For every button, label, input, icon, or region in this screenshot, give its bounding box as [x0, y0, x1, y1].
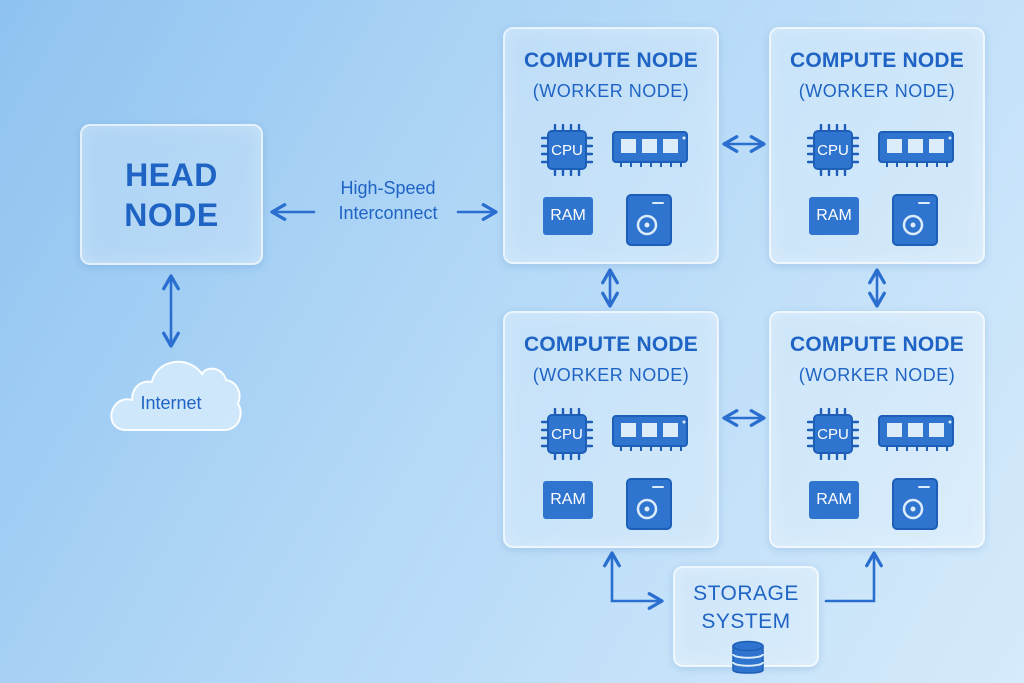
- cpu-label: CPU: [817, 142, 849, 159]
- node-subtitle: (WORKER NODE): [532, 81, 690, 101]
- compute-node-1[interactable]: COMPUTE NODE (WORKER NODE) CPU RAM: [503, 27, 719, 264]
- cpu-label: CPU: [551, 426, 583, 443]
- memory-module-icon: [611, 129, 691, 169]
- compute-node-3[interactable]: COMPUTE NODE (WORKER NODE) CPU RAM: [503, 311, 719, 548]
- node-subtitle: (WORKER NODE): [798, 81, 956, 101]
- cpu-label: CPU: [551, 142, 583, 159]
- cpu-chip-icon: CPU: [540, 123, 594, 177]
- internet-label: Internet: [140, 393, 202, 413]
- hard-drive-icon: [625, 477, 673, 531]
- ram-chip-icon: RAM: [543, 197, 593, 235]
- cpu-chip-icon: CPU: [806, 407, 860, 461]
- arrow-storage-node4: [824, 551, 883, 603]
- memory-module-icon: [877, 413, 957, 453]
- head-node-line1: HEAD: [125, 156, 218, 193]
- hard-drive-icon: [625, 193, 673, 247]
- memory-module-icon: [877, 129, 957, 169]
- compute-node-2[interactable]: COMPUTE NODE (WORKER NODE) CPU RAM: [769, 27, 985, 264]
- node-title: COMPUTE NODE: [524, 333, 698, 356]
- node-subtitle: (WORKER NODE): [532, 365, 690, 385]
- interconnect-label: High-Speed Interconnect: [318, 176, 458, 226]
- storage-system[interactable]: STORAGE SYSTEM: [673, 566, 819, 674]
- storage-label: STORAGE SYSTEM: [675, 580, 817, 636]
- hard-drive-icon: [891, 477, 939, 531]
- memory-module-icon: [611, 413, 691, 453]
- cpu-label: CPU: [817, 426, 849, 443]
- interconnect-line1: High-Speed: [340, 178, 436, 198]
- node-title: COMPUTE NODE: [524, 49, 698, 72]
- cpu-chip-icon: CPU: [806, 123, 860, 177]
- storage-line2: SYSTEM: [701, 610, 791, 633]
- storage-line1: STORAGE: [693, 582, 799, 605]
- ram-chip-icon: RAM: [543, 481, 593, 519]
- node-subtitle: (WORKER NODE): [798, 365, 956, 385]
- node-title: COMPUTE NODE: [790, 333, 964, 356]
- hard-drive-icon: [891, 193, 939, 247]
- cloud-icon: [110, 360, 242, 431]
- arrow-node3-storage: [603, 551, 664, 610]
- head-node[interactable]: HEAD NODE: [80, 124, 263, 265]
- ram-chip-icon: RAM: [809, 481, 859, 519]
- compute-node-4[interactable]: COMPUTE NODE (WORKER NODE) CPU RAM: [769, 311, 985, 548]
- cpu-chip-icon: CPU: [540, 407, 594, 461]
- head-node-label: HEAD NODE: [124, 155, 218, 235]
- head-node-line2: NODE: [124, 196, 219, 233]
- node-title: COMPUTE NODE: [790, 49, 964, 72]
- database-icon: [732, 640, 764, 674]
- ram-chip-icon: RAM: [809, 197, 859, 235]
- interconnect-line2: Interconnect: [338, 203, 438, 223]
